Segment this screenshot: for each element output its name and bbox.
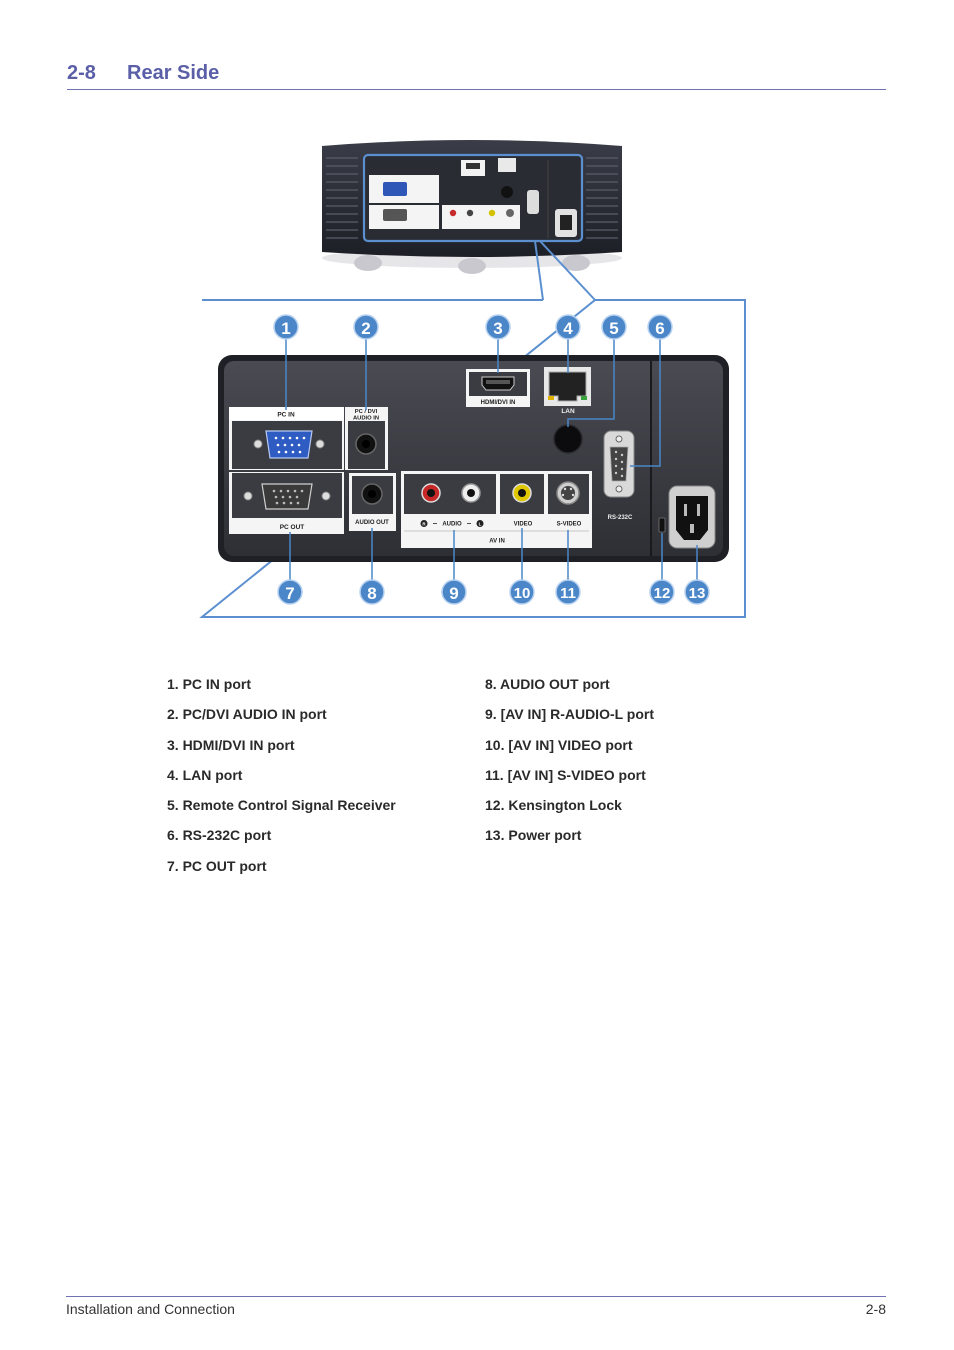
label-r: R: [422, 522, 426, 527]
pc-out-vga-connector: [261, 483, 313, 510]
callout-8: 8: [359, 579, 385, 605]
list-item: 8. AUDIO OUT port: [485, 676, 610, 692]
callout-10: 10: [509, 579, 535, 605]
section-number: 2-8: [67, 62, 96, 84]
footer-page-number: 2-8: [865, 1301, 886, 1317]
label-pc-dvi-line1: PC / DVI: [355, 409, 378, 415]
svg-text:12: 12: [654, 585, 671, 602]
svg-text:8: 8: [367, 584, 376, 603]
leader-lines: [285, 339, 698, 581]
svg-text:3: 3: [493, 319, 502, 338]
label-pc-out: PC OUT: [280, 524, 305, 531]
projector-photo: [322, 140, 622, 274]
label-audio: AUDIO: [442, 522, 462, 528]
label-av-in: AV IN: [489, 539, 505, 545]
list-item: 10. [AV IN] VIDEO port: [485, 736, 633, 753]
label-rs232c: RS-232C: [608, 515, 633, 521]
label-s-video: S-VIDEO: [557, 522, 582, 528]
list-item: 7. PC OUT port: [167, 857, 267, 874]
svg-text:10: 10: [514, 585, 531, 602]
label-hdmi-dvi-in: HDMI/DVI IN: [481, 400, 516, 406]
footer-chapter: Installation and Connection: [66, 1301, 235, 1317]
callout-3: 3: [485, 314, 511, 340]
list-item: 3. HDMI/DVI IN port: [167, 736, 295, 753]
callout-5: 5: [601, 314, 627, 340]
svg-text:11: 11: [560, 585, 576, 602]
list-item: 4. LAN port: [167, 766, 243, 783]
svg-text:5: 5: [609, 319, 618, 338]
callout-4: 4: [555, 314, 581, 340]
svg-text:13: 13: [689, 585, 706, 602]
callout-2: 2: [353, 314, 379, 340]
callout-13: 13: [684, 579, 710, 605]
svg-text:6: 6: [655, 319, 664, 338]
list-item: 11. [AV IN] S-VIDEO port: [485, 766, 646, 783]
callout-6: 6: [647, 314, 673, 340]
kensington-slot: [658, 517, 666, 533]
label-l: L: [479, 522, 482, 527]
list-item: 6. RS-232C port: [167, 827, 272, 844]
svg-text:1: 1: [281, 319, 290, 338]
svg-text:9: 9: [449, 584, 458, 603]
zoom-connector-right: [539, 240, 596, 301]
port-list-left: 1. PC IN port 2. PC/DVI AUDIO IN port 3.…: [167, 674, 396, 886]
label-pc-dvi-line2: AUDIO IN: [353, 416, 379, 422]
zoom-connector-left: [534, 240, 544, 301]
section-heading: 2-8 Rear Side: [67, 60, 886, 90]
label-video: VIDEO: [514, 522, 533, 528]
section-title: Rear Side: [127, 62, 220, 84]
list-item: 12. Kensington Lock: [485, 797, 622, 814]
pc-in-vga-connector: [265, 430, 313, 459]
label-pc-in: PC IN: [277, 412, 295, 419]
list-item: 9. [AV IN] R-AUDIO-L port: [485, 706, 655, 723]
list-item: 5. Remote Control Signal Receiver: [167, 797, 396, 814]
label-lan: LAN: [561, 408, 575, 415]
port-list-right: 8. AUDIO OUT port 9. [AV IN] R-AUDIO-L p…: [485, 674, 654, 856]
svg-text:2: 2: [361, 319, 370, 338]
svg-text:7: 7: [285, 584, 294, 603]
callout-11: 11: [555, 579, 581, 605]
rear-side-figure: PC IN PC / DVI AUDIO IN PC OUT AUDIO OUT…: [199, 140, 746, 618]
svg-text:4: 4: [563, 319, 573, 338]
list-item: 1. PC IN port: [167, 676, 252, 692]
label-audio-out: AUDIO OUT: [355, 520, 389, 526]
callout-12: 12: [649, 579, 675, 605]
callout-7: 7: [277, 579, 303, 605]
remote-receiver: [553, 424, 583, 454]
list-item: 13. Power port: [485, 827, 582, 844]
callout-9: 9: [441, 579, 467, 605]
page-footer: Installation and Connection 2-8: [66, 1296, 886, 1317]
callout-1: 1: [273, 314, 299, 340]
list-item: 2. PC/DVI AUDIO IN port: [167, 706, 327, 723]
